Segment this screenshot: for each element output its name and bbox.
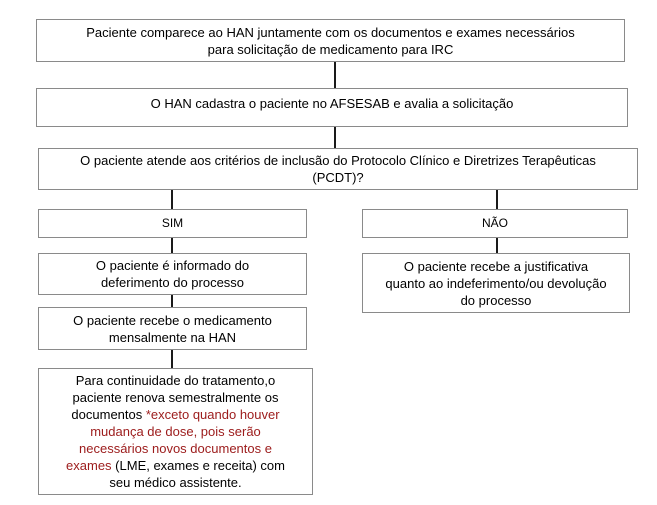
renewal-text-segment-normal-1: Para continuidade do tratamento,o pacien… bbox=[71, 373, 279, 422]
branch-label-sim-text: SIM bbox=[161, 216, 184, 230]
connector-nao-justification bbox=[496, 238, 498, 253]
branch-label-nao: NÃO bbox=[362, 209, 628, 238]
connector-registration-decision bbox=[334, 127, 336, 148]
flow-box-deferment-notice: O paciente é informado do deferimento do… bbox=[38, 253, 307, 295]
flow-box-monthly-medication: O paciente recebe o medicamento mensalme… bbox=[38, 307, 307, 350]
renewal-text-segment-highlight: *exceto quando houver mudança de dose, p… bbox=[66, 407, 280, 473]
connector-arrival-registration bbox=[334, 62, 336, 88]
flow-box-decision-text: O paciente atende aos critérios de inclu… bbox=[80, 153, 596, 185]
flow-box-arrival: Paciente comparece ao HAN juntamente com… bbox=[36, 19, 625, 62]
flow-box-justification-text: O paciente recebe a justificativa quanto… bbox=[385, 258, 607, 308]
flow-box-monthly-text: O paciente recebe o medicamento mensalme… bbox=[73, 312, 272, 345]
flow-box-registration: O HAN cadastra o paciente no AFSESAB e a… bbox=[36, 88, 628, 127]
flow-box-renewal-text: Para continuidade do tratamento,o pacien… bbox=[39, 372, 312, 491]
flow-box-deferment-text: O paciente é informado do deferimento do… bbox=[95, 258, 250, 290]
renewal-text-segment-normal-2: (LME, exames e receita) com seu médico a… bbox=[109, 458, 285, 490]
connector-decision-nao bbox=[496, 190, 498, 209]
flow-box-arrival-text: Paciente comparece ao HAN juntamente com… bbox=[86, 24, 575, 57]
connector-decision-sim bbox=[171, 190, 173, 209]
flow-box-rejection-justification: O paciente recebe a justificativa quanto… bbox=[362, 253, 630, 313]
connector-deferment-monthly bbox=[171, 295, 173, 307]
branch-label-sim: SIM bbox=[38, 209, 307, 238]
branch-label-nao-text: NÃO bbox=[481, 216, 508, 230]
flow-box-decision: O paciente atende aos critérios de inclu… bbox=[38, 148, 638, 190]
flow-box-registration-text: O HAN cadastra o paciente no AFSESAB e a… bbox=[150, 96, 514, 111]
connector-monthly-renewal bbox=[171, 350, 173, 368]
flow-box-renewal: Para continuidade do tratamento,o pacien… bbox=[38, 368, 313, 495]
connector-sim-deferment bbox=[171, 238, 173, 253]
